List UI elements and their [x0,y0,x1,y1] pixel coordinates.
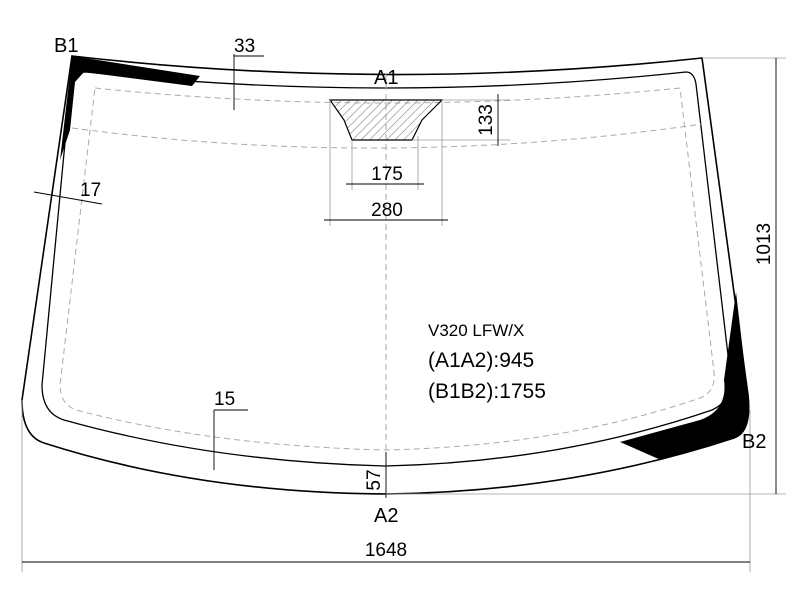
dim-17-line [33,191,103,205]
dim-175-text: 175 [371,164,403,185]
black-band-right [620,292,749,460]
label-a1: A1 [374,67,398,89]
spec-a1a2: (A1A2):945 [428,349,534,372]
dim-33-text: 33 [234,36,255,57]
glass-outline [21,55,750,495]
sensor-area [328,99,444,141]
label-a2: A2 [374,505,398,527]
black-band-top-left [60,56,200,160]
dim-17-text: 17 [80,180,101,201]
dim-15-text: 15 [214,389,235,410]
dim-1013-text: 1013 [754,223,775,265]
spec-model: V320 LFW/X [428,321,524,340]
dim-280-text: 280 [371,200,403,221]
dim-133-text: 133 [476,104,497,136]
label-b2: B2 [742,431,766,453]
inner-border [41,71,732,467]
dashed-inner-outline [59,87,715,451]
spec-b1b2: (B1B2):1755 [428,380,546,403]
dim-57-text: 57 [364,469,385,490]
label-b1: B1 [54,35,78,57]
dim-1648-text: 1648 [365,540,407,561]
